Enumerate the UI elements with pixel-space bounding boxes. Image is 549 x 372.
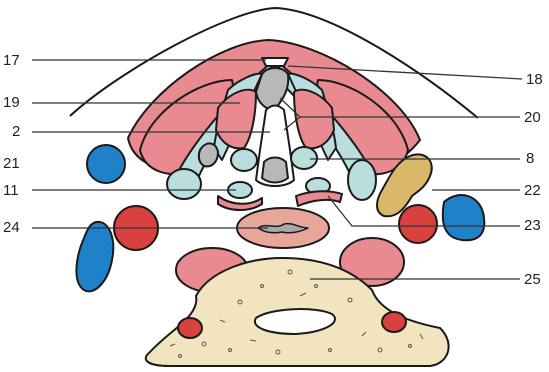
label-2: 2 <box>12 124 20 140</box>
arytenoid-right <box>291 147 317 169</box>
gray-left <box>199 143 218 166</box>
label-11: 11 <box>3 183 19 199</box>
arytenoid-left <box>231 149 257 171</box>
vein-left <box>76 222 113 292</box>
label-21: 21 <box>3 156 20 172</box>
label-23: 23 <box>524 218 541 234</box>
label-17: 17 <box>3 53 20 69</box>
thyroid-horn-right <box>348 160 376 200</box>
vertebral-artery-left <box>178 318 202 338</box>
label-8: 8 <box>526 151 534 167</box>
red-arc-right <box>296 191 342 206</box>
gray-airway-base <box>262 158 288 183</box>
epiglottis <box>262 58 288 66</box>
label-19: 19 <box>3 95 20 111</box>
label-24: 24 <box>3 220 20 236</box>
label-20: 20 <box>524 110 541 126</box>
vein-small-left <box>87 145 125 183</box>
label-25: 25 <box>524 272 541 288</box>
label-22: 22 <box>524 183 541 199</box>
label-18: 18 <box>526 72 543 88</box>
vein-right <box>443 195 485 240</box>
artery-right <box>399 205 437 243</box>
thyroid-horn-left <box>167 169 201 199</box>
vertebral-artery-right <box>382 312 406 332</box>
